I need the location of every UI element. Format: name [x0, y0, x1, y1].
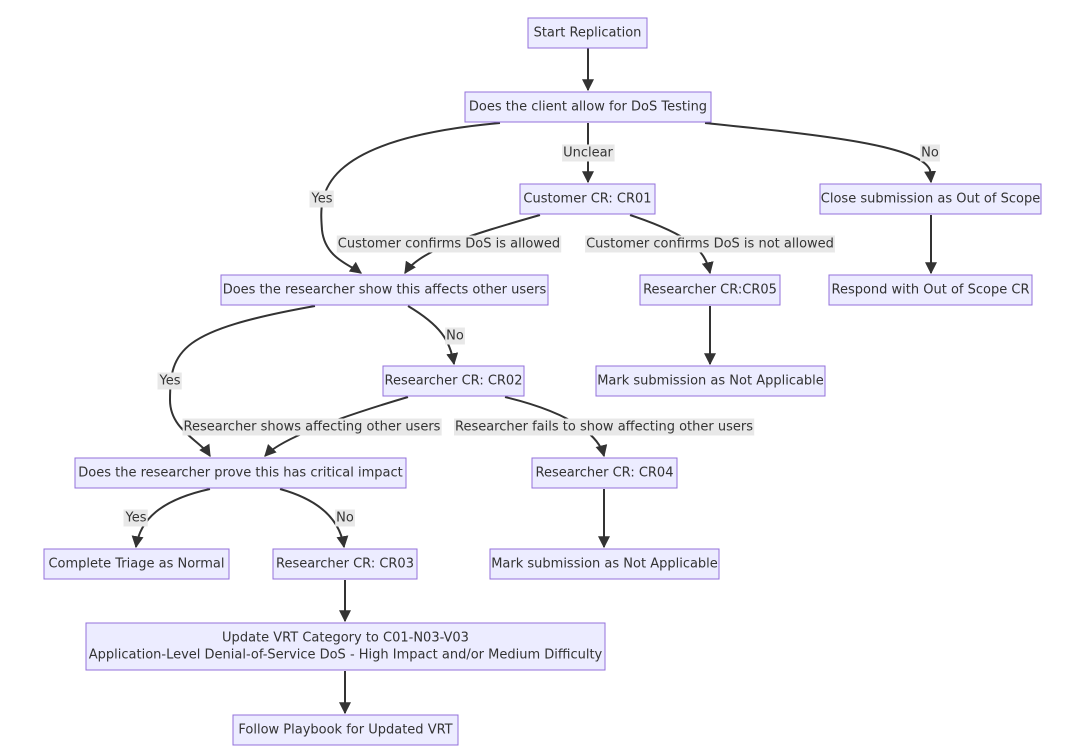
edge-label-text: Customer confirms DoS is not allowed: [586, 237, 834, 252]
node-na_1: Mark submission as Not Applicable: [595, 365, 826, 397]
node-cr03: Researcher CR: CR03: [272, 548, 418, 580]
node-box: [595, 365, 826, 397]
node-update_vrt: Update VRT Category to C01-N03-V03Applic…: [85, 622, 606, 671]
node-label: Follow Playbook for Updated VRT: [238, 723, 452, 738]
edge-label-text: Customer confirms DoS is allowed: [338, 237, 560, 252]
node-box: [489, 548, 720, 580]
node-label: Researcher CR: CR02: [385, 374, 523, 389]
node-label: Researcher CR: CR04: [536, 466, 674, 481]
edge-label: Researcher fails to show affecting other…: [454, 418, 755, 436]
node-cr02: Researcher CR: CR02: [382, 365, 525, 397]
edge-label-background: [157, 372, 182, 390]
node-triage_normal: Complete Triage as Normal: [43, 548, 230, 580]
edge-label-text: No: [336, 511, 354, 526]
node-label: Respond with Out of Scope CR: [832, 283, 1030, 298]
node-na_2: Mark submission as Not Applicable: [489, 548, 720, 580]
node-label: Update VRT Category to C01-N03-V03: [222, 631, 469, 646]
node-dos_testing: Does the client allow for DoS Testing: [464, 91, 712, 123]
node-label: Does the researcher prove this has criti…: [78, 466, 403, 481]
node-box: [639, 274, 781, 306]
node-close_oos: Close submission as Out of Scope: [819, 183, 1042, 215]
edge-label-background: [585, 235, 835, 253]
edge-label: Yes: [309, 190, 334, 208]
edge-label-text: Researcher shows affecting other users: [184, 420, 441, 435]
edge-label-text: Unclear: [563, 146, 613, 161]
node-label: Researcher CR: CR03: [276, 557, 414, 572]
edge-label: Yes: [123, 509, 148, 527]
node-box: [531, 457, 678, 489]
edge-critical_impact-to-cr03: [279, 488, 349, 549]
node-affects_users: Does the researcher show this affects ot…: [220, 274, 549, 306]
node-label: Does the client allow for DoS Testing: [469, 100, 707, 115]
edge-label-text: Yes: [125, 511, 147, 526]
node-label: Customer CR: CR01: [523, 192, 651, 207]
edge-label-background: [309, 190, 334, 208]
node-cr04: Researcher CR: CR04: [531, 457, 678, 489]
node-playbook: Follow Playbook for Updated VRT: [232, 714, 459, 746]
edge-affects_users-to-cr02: [407, 305, 459, 366]
node-box: [819, 183, 1042, 215]
edge-label-background: [182, 418, 442, 436]
node-label: Researcher CR:CR05: [643, 283, 777, 298]
edge-label-background: [336, 235, 562, 253]
node-label: Mark submission as Not Applicable: [597, 374, 824, 389]
edge-label: No: [445, 327, 465, 345]
node-label: Does the researcher show this affects ot…: [223, 283, 547, 298]
edge-label-background: [920, 144, 940, 162]
edge-label: No: [335, 509, 355, 527]
node-box: [828, 274, 1033, 306]
node-box: [272, 548, 418, 580]
node-label: Close submission as Out of Scope: [821, 192, 1040, 207]
edge-label-background: [445, 327, 465, 345]
edge-label: Unclear: [562, 144, 615, 162]
node-box: [527, 17, 648, 49]
edge-label: Researcher shows affecting other users: [182, 418, 442, 436]
node-start: Start Replication: [527, 17, 648, 49]
node-box: [519, 183, 656, 215]
edge-label-background: [123, 509, 148, 527]
node-critical_impact: Does the researcher prove this has criti…: [74, 457, 407, 489]
node-label: Complete Triage as Normal: [48, 557, 224, 572]
node-respond_oos: Respond with Out of Scope CR: [828, 274, 1033, 306]
node-label: Start Replication: [534, 26, 642, 41]
edge-label: Customer confirms DoS is not allowed: [585, 235, 835, 253]
node-label: Mark submission as Not Applicable: [491, 557, 718, 572]
edge-label-background: [335, 509, 355, 527]
edge-label: Yes: [157, 372, 182, 390]
node-box: [464, 91, 712, 123]
edge-label-background: [562, 144, 615, 162]
node-box: [74, 457, 407, 489]
node-label: Application-Level Denial-of-Service DoS …: [89, 648, 603, 663]
edge-label-text: Researcher fails to show affecting other…: [455, 420, 753, 435]
edge-critical_impact-to-triage_normal: [131, 488, 211, 549]
edge-label-text: No: [921, 146, 939, 161]
edge-label: Customer confirms DoS is allowed: [336, 235, 562, 253]
edge-label-text: Yes: [159, 374, 181, 389]
node-box: [382, 365, 525, 397]
edge-label-text: Yes: [311, 192, 333, 207]
node-cr05: Researcher CR:CR05: [639, 274, 781, 306]
node-box: [43, 548, 230, 580]
edge-dos_testing-to-affects_users: [320, 122, 501, 274]
node-box: [85, 622, 606, 671]
node-box: [232, 714, 459, 746]
edge-label: No: [920, 144, 940, 162]
edge-dos_testing-to-close_oos: [704, 122, 937, 184]
node-box: [220, 274, 549, 306]
edge-label-text: No: [446, 329, 464, 344]
edge-label-background: [454, 418, 755, 436]
node-cr01: Customer CR: CR01: [519, 183, 656, 215]
